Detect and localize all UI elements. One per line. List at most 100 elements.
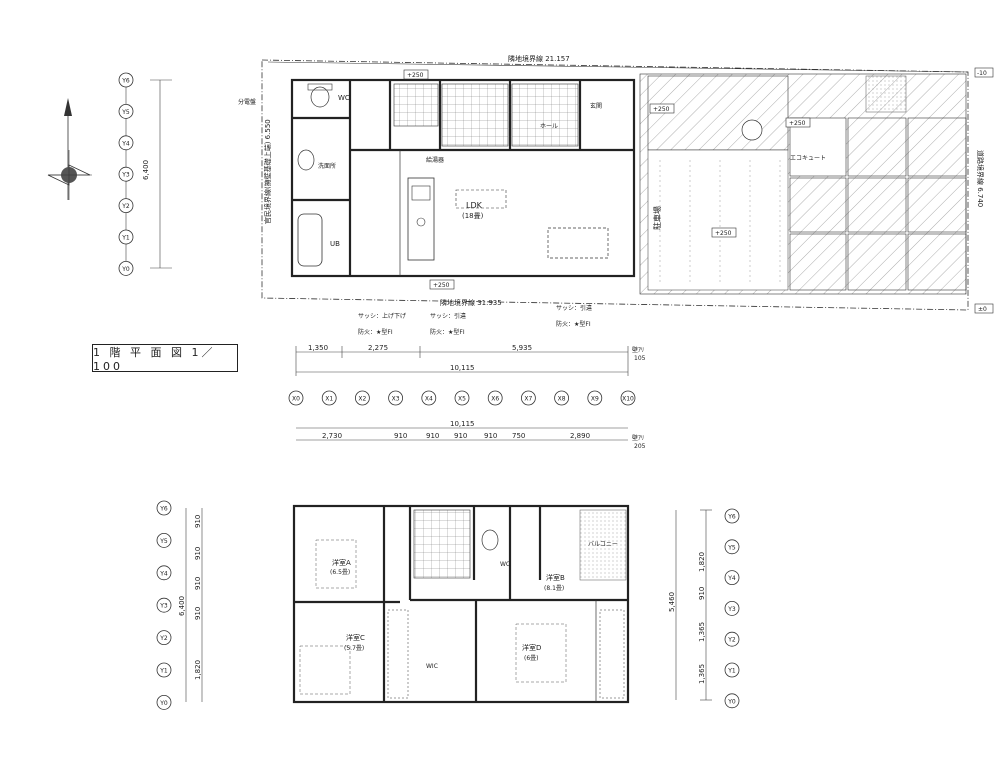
axis-y-5 bbox=[118, 229, 134, 245]
axis-y3-0 bbox=[724, 508, 740, 524]
axis-x-5-label: X5 bbox=[458, 396, 466, 403]
axis-y3-5 bbox=[724, 662, 740, 678]
svg-text:バルコニー: バルコニー bbox=[588, 541, 618, 548]
axis-y2-4-label: Y2 bbox=[159, 635, 168, 642]
axis-y-2 bbox=[118, 135, 134, 151]
svg-text:10,115: 10,115 bbox=[450, 420, 475, 428]
svg-text:(8.1畳): (8.1畳) bbox=[544, 585, 564, 592]
ldk-label: LDK bbox=[466, 201, 483, 210]
axis-y2-1 bbox=[156, 533, 172, 548]
axis-y2-5 bbox=[156, 662, 172, 678]
svg-text:給湯器: 給湯器 bbox=[426, 156, 444, 164]
svg-text:-10: -10 bbox=[977, 70, 987, 77]
svg-text:壁ｱﾘ: 壁ｱﾘ bbox=[632, 434, 644, 442]
upper-dims-right: 1,820 910 1,365 1,365 5,460 bbox=[668, 509, 712, 701]
svg-text:2,890: 2,890 bbox=[570, 432, 590, 440]
axis-y-6-label: Y0 bbox=[121, 266, 130, 273]
axis-y-2-label: Y4 bbox=[121, 140, 130, 147]
axis-x-2-label: X2 bbox=[358, 396, 366, 403]
axis-x-3 bbox=[388, 390, 404, 406]
level-marks: +250 +250 +250 +250 +250 ±0 -10 bbox=[403, 67, 994, 314]
axis-y3-4-label: Y2 bbox=[727, 637, 736, 644]
svg-text:910: 910 bbox=[194, 607, 202, 620]
svg-text:910: 910 bbox=[426, 432, 439, 440]
svg-text:洋室A: 洋室A bbox=[332, 558, 351, 567]
axis-y2-3-label: Y3 bbox=[159, 603, 168, 610]
upper-dims-left: 910 910 910 910 1,820 6,400 bbox=[178, 508, 203, 702]
svg-text:2,730: 2,730 bbox=[322, 432, 342, 440]
axis-x-7-label: X7 bbox=[524, 396, 532, 403]
axis-y2-1-label: Y5 bbox=[159, 538, 168, 545]
axis-y-4 bbox=[118, 198, 134, 214]
svg-text:1,820: 1,820 bbox=[194, 660, 202, 680]
entry-label: 玄関 bbox=[590, 102, 602, 110]
svg-text:+250: +250 bbox=[789, 120, 806, 127]
svg-text:洋室B: 洋室B bbox=[546, 573, 565, 582]
axis-y-6 bbox=[118, 260, 134, 276]
boundary-left: 官民境界線(擁壁基礎上端) 6.550 bbox=[263, 119, 272, 224]
svg-text:洋室D: 洋室D bbox=[522, 643, 541, 652]
parking-area: 駐車場 bbox=[639, 73, 967, 295]
svg-text:WIC: WIC bbox=[426, 663, 438, 670]
upper-floor-outline: 洋室A (6.5畳) 洋室B (8.1畳) 洋室C (5.7畳) 洋室D (6畳… bbox=[292, 504, 630, 704]
svg-text:1,820: 1,820 bbox=[698, 552, 706, 572]
site-boundary bbox=[261, 59, 969, 311]
axis-y3-1-label: Y5 bbox=[727, 544, 736, 551]
axis-y-1 bbox=[118, 104, 134, 119]
boundary-bottom: 隣地境界線 31.935 bbox=[440, 298, 502, 307]
parking-label: 駐車場 bbox=[652, 206, 662, 230]
axis-x-4 bbox=[421, 390, 437, 406]
svg-text:910: 910 bbox=[394, 432, 407, 440]
axis-x-8 bbox=[554, 390, 569, 406]
svg-text:サッシ：引違: サッシ：引違 bbox=[556, 304, 592, 312]
axis-x-8-label: X8 bbox=[558, 396, 566, 403]
sash-notes: サッシ：上げ下げ 防火：★型FI サッシ：引違 防火：★型FI サッシ：引違 防… bbox=[238, 98, 826, 336]
axis-y2-0-label: Y6 bbox=[159, 506, 168, 513]
upper-dims-top: 10,115 2,730 910 910 910 910 750 2,890 壁… bbox=[296, 420, 646, 450]
axis-y2-0 bbox=[156, 500, 172, 516]
axis-y2-3 bbox=[156, 597, 172, 613]
axis-y-4-label: Y2 bbox=[121, 203, 130, 210]
axis-y3-2 bbox=[724, 570, 740, 585]
wc-label: WC bbox=[338, 94, 350, 102]
axis-y3-3-label: Y3 bbox=[727, 606, 736, 613]
axis-y-5-label: Y1 bbox=[121, 235, 130, 242]
axis-y2-2 bbox=[156, 565, 172, 581]
axis-y3-0-label: Y6 bbox=[727, 514, 736, 521]
axis-y2-5-label: Y1 bbox=[159, 668, 168, 675]
svg-text:防火：★型FI: 防火：★型FI bbox=[430, 328, 465, 336]
svg-text:防火：★型FI: 防火：★型FI bbox=[358, 328, 393, 336]
axis-x-9 bbox=[587, 390, 603, 406]
svg-text:910: 910 bbox=[194, 515, 202, 528]
axis-x-4-label: X4 bbox=[425, 396, 433, 403]
svg-text:壁ｱﾘ: 壁ｱﾘ bbox=[632, 346, 644, 354]
svg-text:サッシ：上げ下げ: サッシ：上げ下げ bbox=[358, 312, 406, 320]
svg-text:(6畳): (6畳) bbox=[524, 655, 539, 662]
axis-x-6-label: X6 bbox=[491, 396, 499, 403]
axis-y-3 bbox=[118, 166, 134, 182]
svg-text:(6.5畳): (6.5畳) bbox=[330, 569, 350, 576]
ldk-area: (18畳) bbox=[462, 212, 484, 220]
axis-x-1 bbox=[321, 390, 337, 406]
axis-x-3-label: X3 bbox=[392, 396, 400, 403]
bath-label: UB bbox=[330, 240, 340, 248]
svg-text:910: 910 bbox=[698, 587, 706, 600]
axis-y-0 bbox=[118, 72, 134, 88]
axis-y2-4 bbox=[156, 630, 172, 645]
svg-text:+250: +250 bbox=[653, 106, 670, 113]
road-right: 道路境界線 6.740 bbox=[976, 150, 985, 207]
axis-x-7 bbox=[521, 390, 536, 406]
axis-y3-6-label: Y0 bbox=[727, 698, 736, 705]
axis-y-1-label: Y5 bbox=[121, 109, 130, 116]
left-total-ground: 6,400 bbox=[142, 160, 150, 180]
axis-y-0-label: Y6 bbox=[121, 78, 130, 85]
svg-text:10,115: 10,115 bbox=[450, 364, 475, 372]
svg-text:+250: +250 bbox=[407, 72, 424, 79]
axis-y2-2-label: Y4 bbox=[159, 570, 168, 577]
hall-label: ホール bbox=[540, 123, 558, 130]
axis-x-1-label: X1 bbox=[325, 396, 333, 403]
svg-text:910: 910 bbox=[194, 577, 202, 590]
